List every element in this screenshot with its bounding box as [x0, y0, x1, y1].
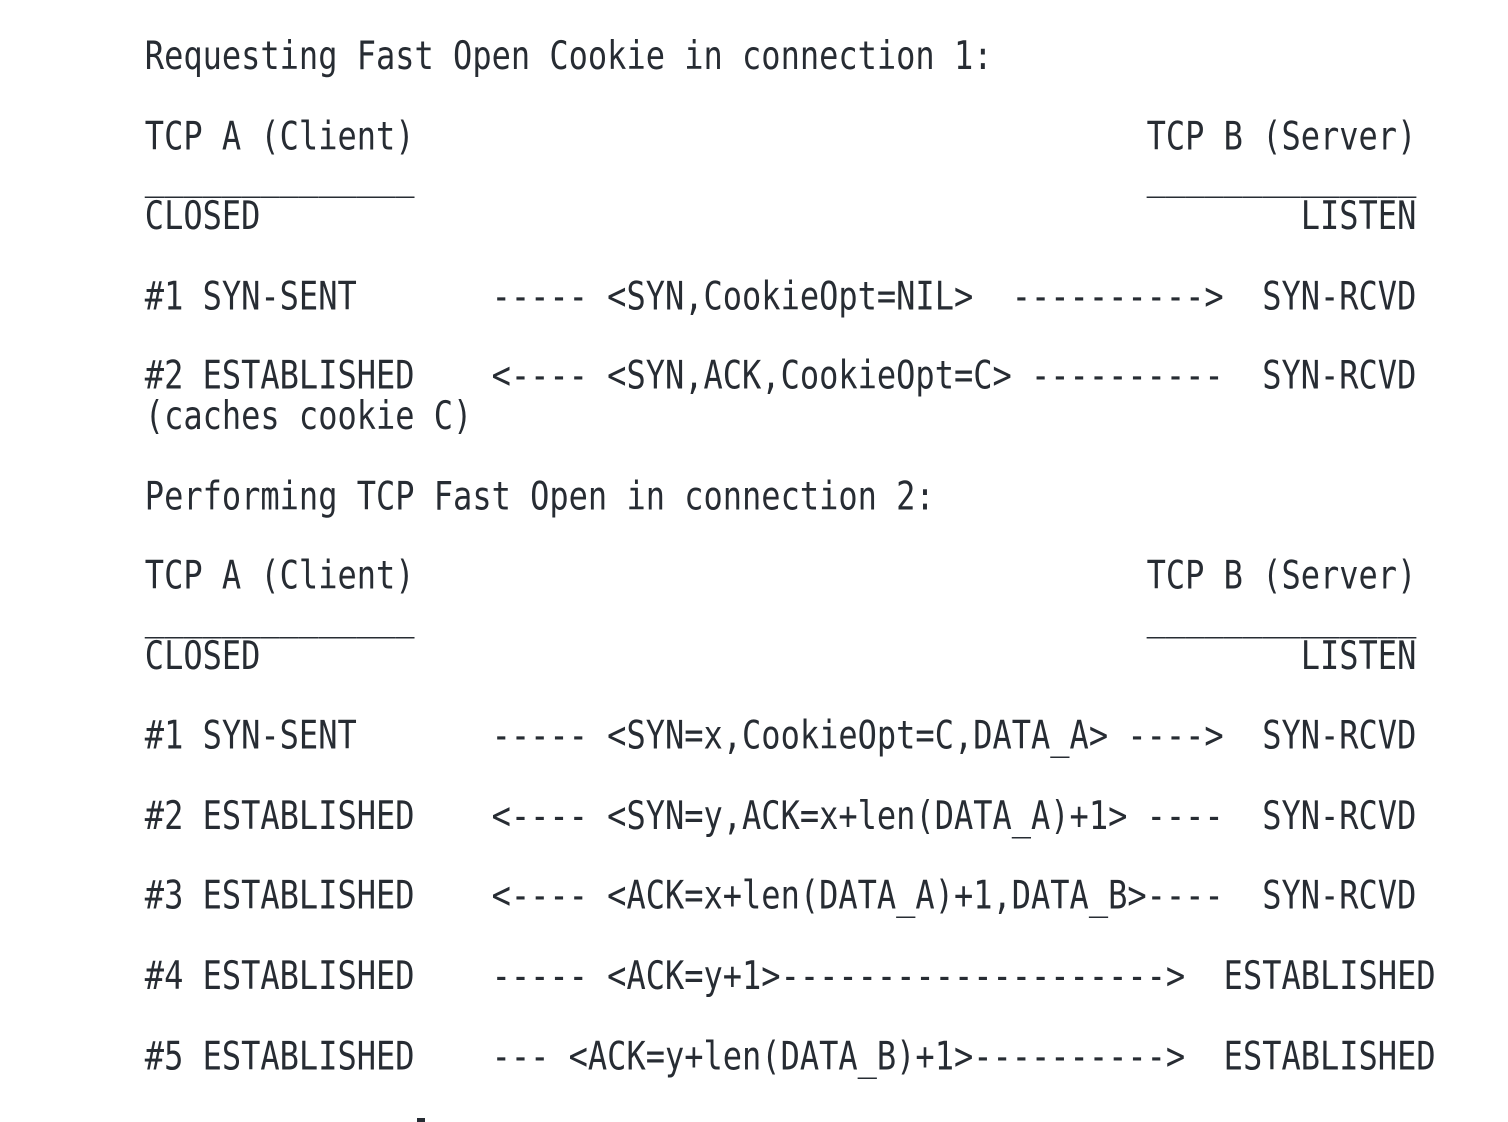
conn1-message-2-line: #2 ESTABLISHED <---- <SYN,ACK,CookieOpt=… [87, 352, 1417, 399]
blank-line [87, 916, 1436, 956]
conn2-message-2-line: #2 ESTABLISHED <---- <SYN=y,ACK=x+len(DA… [87, 792, 1417, 839]
blank-line [87, 996, 1436, 1036]
clipped-next-line-glyph [417, 1118, 425, 1122]
conn2-title-line: Performing TCP Fast Open in connection 2… [87, 472, 935, 519]
blank-line [87, 76, 1436, 116]
conn1-title-line: Requesting Fast Open Cookie in connectio… [87, 32, 993, 79]
conn2-message-4-line: #4 ESTABLISHED ----- <ACK=y+1>----------… [87, 952, 1436, 999]
conn1-message-1-line: #1 SYN-SENT ----- <SYN,CookieOpt=NIL> --… [87, 272, 1417, 319]
blank-line [87, 436, 1436, 476]
conn1-host-labels-line: TCP A (Client) TCP B (Server) [87, 112, 1417, 159]
conn2-host-states-line: CLOSED LISTEN [87, 632, 1417, 679]
conn1-host-states-line: CLOSED LISTEN [87, 192, 1417, 239]
conn2-message-5-line: #5 ESTABLISHED --- <ACK=y+len(DATA_B)+1>… [87, 1032, 1436, 1079]
conn1-host-rules-line: ______________ ______________ [87, 152, 1417, 199]
blank-line [87, 756, 1436, 796]
conn1-note-line: (caches cookie C) [87, 392, 473, 439]
conn2-message-3-line: #3 ESTABLISHED <---- <ACK=x+len(DATA_A)+… [87, 872, 1417, 919]
conn2-host-labels-line: TCP A (Client) TCP B (Server) [87, 552, 1417, 599]
tcp-fast-open-ascii-diagram: Requesting Fast Open Cookie in connectio… [87, 36, 1436, 1076]
blank-line [87, 676, 1436, 716]
blank-line [87, 236, 1436, 276]
blank-line [87, 516, 1436, 556]
conn2-host-rules-line: ______________ ______________ [87, 592, 1417, 639]
blank-line [87, 316, 1436, 356]
blank-line [87, 836, 1436, 876]
conn2-message-1-line: #1 SYN-SENT ----- <SYN=x,CookieOpt=C,DAT… [87, 712, 1417, 759]
